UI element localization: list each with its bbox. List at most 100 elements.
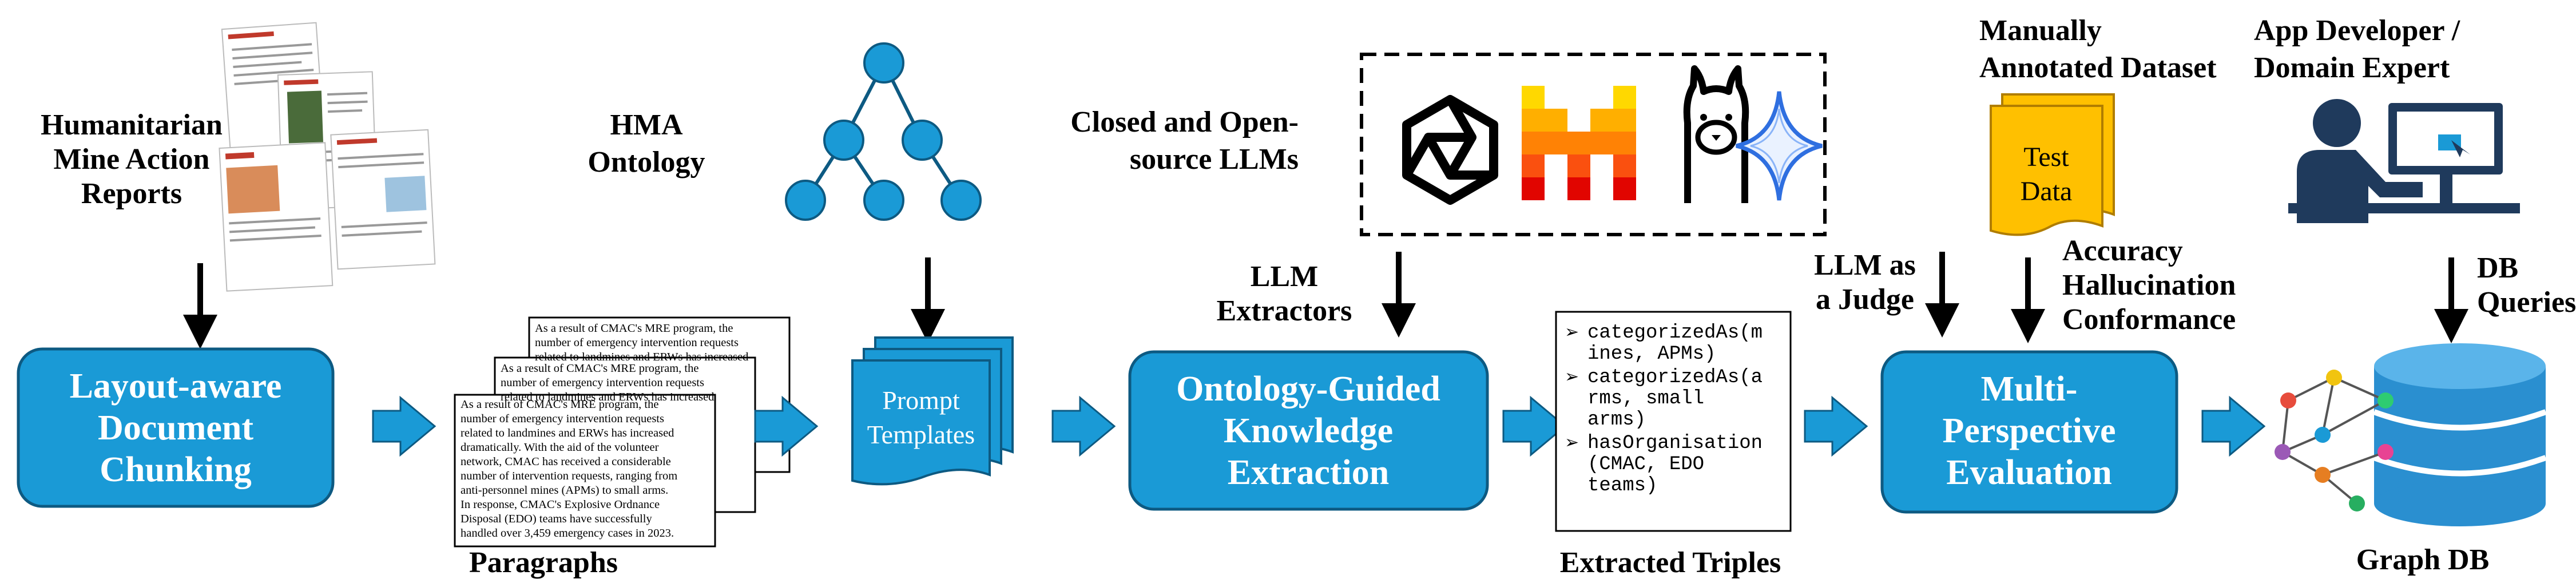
queries-label: DB Queries xyxy=(2477,252,2576,319)
paragraph-line: Disposal (EDO) teams have successfully xyxy=(461,513,652,525)
triple-line: categorizedAs(a xyxy=(1587,367,1763,388)
triple-line: teams) xyxy=(1587,475,1657,497)
svg-text:Humanitarian: Humanitarian xyxy=(41,109,223,141)
paragraph-card-front-text: As a result of CMAC's MRE program, the nu… xyxy=(461,398,677,540)
ontology-label: HMA Ontology xyxy=(588,109,705,179)
svg-text:Mine Action: Mine Action xyxy=(54,143,210,176)
paragraph-line: network, CMAC has received a considerabl… xyxy=(461,455,671,468)
chunking-box xyxy=(17,347,335,508)
svg-text:Ontology: Ontology xyxy=(588,146,705,179)
svg-text:Queries: Queries xyxy=(2477,286,2576,319)
svg-text:Evaluation: Evaluation xyxy=(1946,453,2111,492)
chunking-label: Layout-aware Document Chunking xyxy=(70,367,282,489)
svg-text:Manually: Manually xyxy=(1979,14,2102,47)
judge-label: LLM as a Judge xyxy=(1814,249,1916,316)
svg-text:Knowledge: Knowledge xyxy=(1224,411,1393,450)
test-data-line-1: Test xyxy=(2023,142,2069,172)
flow-arrow-6 xyxy=(2201,395,2266,457)
paragraph-line: number of emergency intervention request… xyxy=(535,336,739,349)
dataset-label: Manually Annotated Dataset xyxy=(1979,14,2217,84)
paragraphs-label: Paragraphs xyxy=(469,546,618,579)
paragraph-stack: As a result of CMAC's MRE program, thenu… xyxy=(454,316,791,548)
triples-box xyxy=(1555,311,1792,532)
svg-text:Perspective: Perspective xyxy=(1943,411,2116,450)
developer-at-computer-icon xyxy=(2288,99,2520,223)
test-data-line-2: Data xyxy=(2021,176,2073,207)
svg-text:Extractors: Extractors xyxy=(1217,295,1352,327)
reports-label: Humanitarian Mine Action Reports xyxy=(41,109,223,210)
triple-line: (CMAC, EDO xyxy=(1587,454,1704,475)
paragraph-line: related to landmines and ERWs has increa… xyxy=(535,351,748,363)
triple-line: hasOrganisation xyxy=(1587,433,1763,454)
svg-text:Chunking: Chunking xyxy=(100,450,251,489)
document-stack-icon xyxy=(219,22,436,292)
svg-text:source LLMs: source LLMs xyxy=(1130,143,1299,176)
paragraph-line: related to landmines and ERWs has increa… xyxy=(501,391,714,403)
flow-arrow-4 xyxy=(1502,395,1567,457)
svg-text:Extraction: Extraction xyxy=(1228,453,1389,492)
prompt-templates-stack: Prompt Templates xyxy=(851,336,1014,486)
extraction-label: Ontology-Guided Knowledge Extraction xyxy=(1176,370,1440,492)
triple-bullet: ➢ xyxy=(1565,367,1579,386)
paragraph-line: related to landmines and ERWs has increa… xyxy=(461,427,674,439)
paragraph-line: In response, CMAC's Explosive Ordnance xyxy=(461,498,660,511)
svg-text:LLM as: LLM as xyxy=(1814,249,1916,281)
flow-arrow-1 xyxy=(372,395,436,457)
svg-text:Conformance: Conformance xyxy=(2062,303,2236,336)
paragraph-line: number of emergency intervention request… xyxy=(461,413,664,425)
graphdb-label: Graph DB xyxy=(2356,544,2490,576)
paragraph-line: As a result of CMAC's MRE program, the xyxy=(501,362,698,375)
flow-arrow-5 xyxy=(1804,395,1868,457)
llama-logo-icon xyxy=(1683,65,1749,203)
triples-list: ➢ categorizedAs(mines, APMs) ➢ categorizedA… xyxy=(1565,322,1763,497)
triple-line: categorizedAs(m xyxy=(1587,322,1763,344)
svg-text:App Developer /: App Developer / xyxy=(2254,14,2460,47)
prompt-templates-line-2: Templates xyxy=(867,420,975,449)
test-data-document-icon: Test Data xyxy=(1990,93,2115,236)
flow-arrow-2 xyxy=(754,395,819,457)
triple-line: ines, APMs) xyxy=(1587,343,1716,365)
paragraph-line: As a result of CMAC's MRE program, the xyxy=(535,322,733,335)
svg-text:Closed and Open-: Closed and Open- xyxy=(1070,106,1299,138)
evaluation-label: Multi- Perspective Evaluation xyxy=(1943,370,2116,492)
paragraph-line: As a result of CMAC's MRE program, the xyxy=(461,398,658,411)
paragraph-line: dramatically. With the aid of the volunt… xyxy=(461,441,659,454)
llms-label: Closed and Open- source LLMs xyxy=(1070,106,1299,176)
paragraph-card-middle-text: As a result of CMAC's MRE program, thenu… xyxy=(501,362,714,403)
paragraph-line: anti-personnel mines (APMs) to small arm… xyxy=(461,484,668,497)
svg-text:Layout-aware: Layout-aware xyxy=(70,367,282,406)
svg-text:Ontology-Guided: Ontology-Guided xyxy=(1176,370,1440,408)
paragraph-line: number of intervention requests, ranging… xyxy=(461,470,677,482)
flow-arrow-3 xyxy=(1051,395,1116,457)
gemini-star-icon xyxy=(1736,91,1823,201)
prompt-templates-line-1: Prompt xyxy=(882,386,960,415)
triple-line: rms, small xyxy=(1587,388,1704,410)
evaluation-box xyxy=(1880,350,2178,514)
svg-text:Annotated Dataset: Annotated Dataset xyxy=(1979,51,2217,84)
extraction-box xyxy=(1128,350,1489,511)
mistral-logo-icon xyxy=(1522,86,1636,200)
svg-text:Domain Expert: Domain Expert xyxy=(2254,51,2450,84)
svg-text:Accuracy: Accuracy xyxy=(2062,235,2183,267)
developer-label: App Developer / Domain Expert xyxy=(2254,14,2460,84)
metrics-label: Accuracy Hallucination Conformance xyxy=(2062,235,2236,336)
svg-text:Multi-: Multi- xyxy=(1981,370,2078,408)
svg-text:DB: DB xyxy=(2477,252,2518,284)
llm-panel xyxy=(1360,53,1827,236)
triple-bullet: ➢ xyxy=(1565,323,1579,342)
graph-database-icon xyxy=(2275,343,2547,526)
extractors-label: LLM Extractors xyxy=(1217,260,1352,327)
svg-text:a Judge: a Judge xyxy=(1816,283,1914,316)
paragraph-card-back-text: As a result of CMAC's MRE program, thenu… xyxy=(535,322,748,363)
svg-text:Reports: Reports xyxy=(81,177,182,210)
openai-logo-icon xyxy=(1402,95,1498,205)
triple-line: arms) xyxy=(1587,409,1646,431)
tree-graph-icon xyxy=(785,42,982,221)
triple-bullet: ➢ xyxy=(1565,433,1579,452)
svg-text:LLM: LLM xyxy=(1251,260,1318,293)
svg-text:HMA: HMA xyxy=(610,109,683,141)
paragraph-card-front xyxy=(454,394,716,548)
triples-label: Extracted Triples xyxy=(1560,546,1781,579)
paragraph-line: handled over 3,459 emergency cases in 20… xyxy=(461,527,674,540)
